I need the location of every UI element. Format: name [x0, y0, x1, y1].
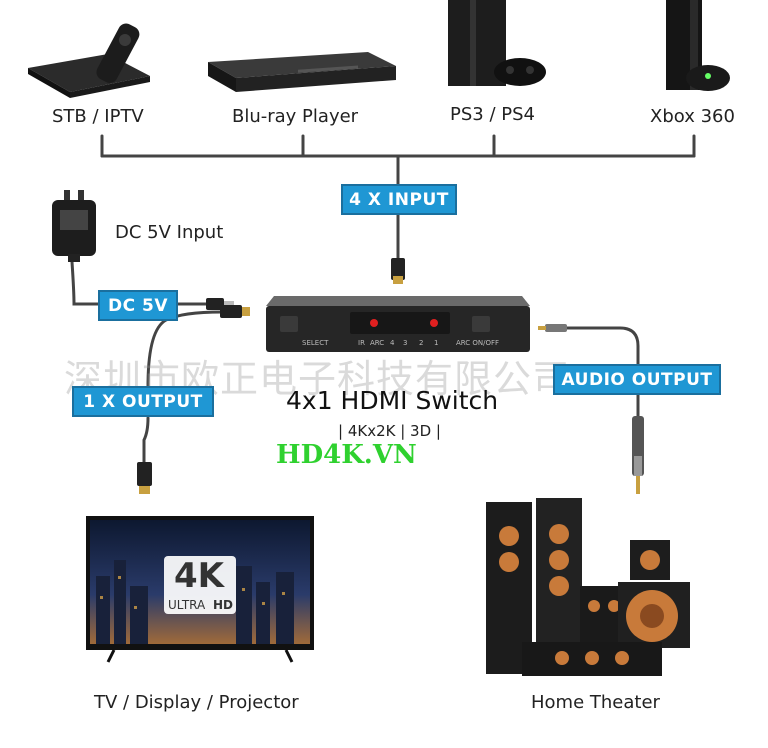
audio-output-tag: AUDIO OUTPUT: [553, 364, 721, 395]
tv-label: TV / Display / Projector: [94, 692, 299, 713]
bluray-player-icon: [208, 52, 396, 92]
home-theater-label: Home Theater: [531, 692, 660, 713]
bluray-label: Blu-ray Player: [232, 106, 359, 127]
panel-2-label: 2: [419, 339, 424, 347]
power-adapter-icon: [52, 190, 96, 262]
tv-hd-text: HD: [213, 598, 234, 612]
output-tag: 1 X OUTPUT: [72, 386, 214, 417]
stb-icon: [28, 23, 150, 98]
panel-1-label: 1: [434, 339, 439, 347]
input-tag: 4 X INPUT: [341, 184, 457, 215]
home-theater-icon: [486, 498, 690, 676]
playstation-icon: [448, 0, 546, 86]
tv-icon: 4K ULTRA HD: [86, 516, 314, 664]
tv-4k-text: 4K: [174, 556, 225, 596]
panel-arc-label: ARC: [370, 339, 385, 347]
stb-label: STB / IPTV: [52, 106, 144, 127]
panel-4-label: 4: [390, 339, 395, 347]
dc-tag: DC 5V: [98, 290, 178, 321]
xbox-icon: [666, 0, 730, 91]
panel-arc-onoff-label: ARC ON/OFF: [456, 339, 500, 347]
site-watermark: HD4K.VN: [276, 440, 417, 470]
panel-3-label: 3: [403, 339, 408, 347]
hdmi-switch-box: SELECT IR ARC 4 3 2 1 ARC ON/OFF: [266, 286, 530, 352]
panel-select-label: SELECT: [302, 339, 329, 347]
switch-subtitle: | 4Kx2K | 3D |: [338, 422, 441, 440]
ps-label: PS3 / PS4: [450, 104, 535, 125]
dc-input-label: DC 5V Input: [115, 222, 224, 243]
panel-ir-label: IR: [358, 339, 365, 347]
switch-title: 4x1 HDMI Switch: [286, 386, 499, 415]
tv-ultra-text: ULTRA: [168, 598, 206, 612]
xbox-label: Xbox 360: [650, 106, 735, 127]
